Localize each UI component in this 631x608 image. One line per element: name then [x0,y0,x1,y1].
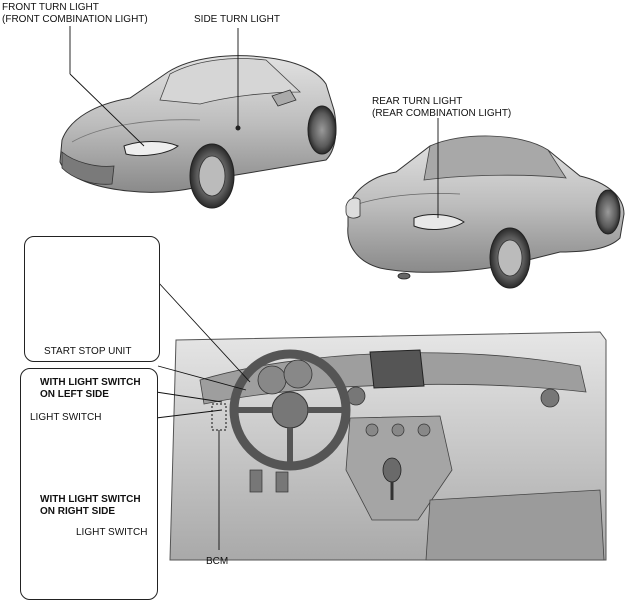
with-light-switch-right-heading-2: ON RIGHT SIDE [40,506,116,517]
leader-lines [69,26,439,555]
interior-illustration [169,331,607,561]
start-stop-unit-box [24,236,160,362]
rear-car-illustration [345,135,625,289]
start-stop-unit-label: START STOP UNIT [44,346,132,357]
front-car-illustration [59,55,337,209]
leader-start-stop-unit-2 [157,365,247,391]
front-combination-light-label: (FRONT COMBINATION LIGHT) [2,14,148,25]
rear-combination-light-label: (REAR COMBINATION LIGHT) [372,108,512,119]
with-light-switch-left-heading-2: ON LEFT SIDE [40,389,109,400]
light-switch-box [20,368,158,600]
with-light-switch-left-heading-1: WITH LIGHT SWITCH [40,377,141,388]
leader-front-turn-light-2 [69,73,145,147]
side-turn-light-label: SIDE TURN LIGHT [194,14,280,25]
leader-light-switch-1 [155,391,223,403]
rear-turn-light-label: REAR TURN LIGHT [372,96,463,107]
leader-start-stop-unit-1 [157,281,251,383]
bcm-label: BCM [206,556,229,567]
front-turn-light-label: FRONT TURN LIGHT [2,2,99,13]
light-switch-left-label: LIGHT SWITCH [30,412,102,423]
light-switch-right-label: LIGHT SWITCH [76,527,148,538]
with-light-switch-right-heading-1: WITH LIGHT SWITCH [40,494,141,505]
leader-light-switch-2 [155,409,223,419]
